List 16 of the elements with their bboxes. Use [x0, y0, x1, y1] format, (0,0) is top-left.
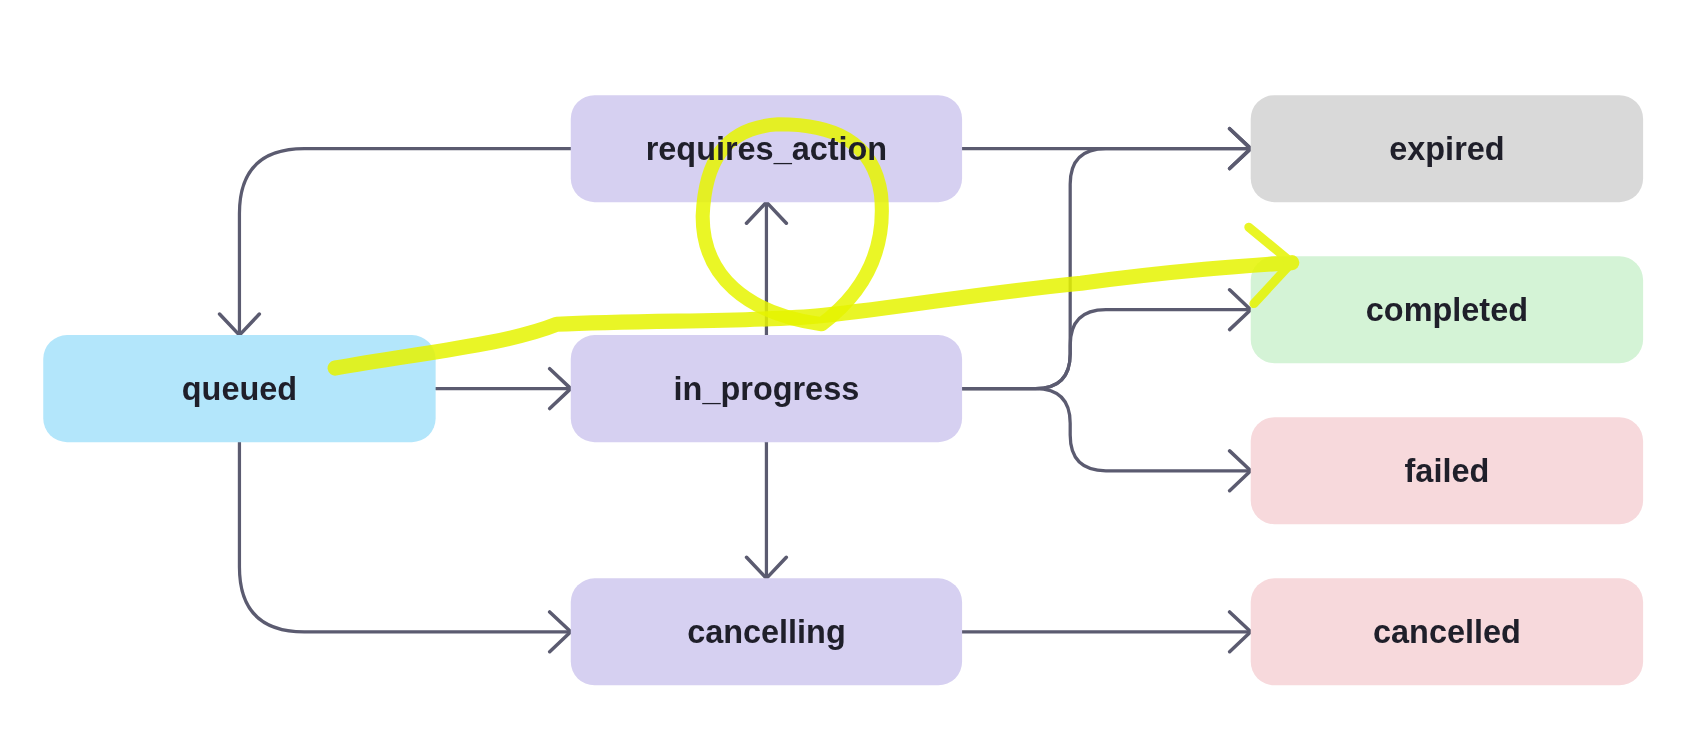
highlighter-arrow [327, 222, 1300, 376]
state-box [1250, 578, 1644, 686]
state-box [1250, 95, 1644, 203]
state-label: failed [1404, 452, 1490, 490]
state-label: cancelled [1373, 613, 1521, 651]
state-label: completed [1365, 291, 1528, 329]
state-label: queued [181, 370, 298, 407]
state-box [1250, 417, 1644, 525]
arrow [744, 440, 789, 581]
state-label: expired [1389, 130, 1505, 167]
state-box [570, 578, 963, 686]
state-label: cancelling [687, 613, 846, 651]
state-box [570, 335, 963, 443]
state-label: in_progress [673, 370, 860, 407]
state-box [43, 335, 436, 443]
state-box [1250, 256, 1644, 364]
